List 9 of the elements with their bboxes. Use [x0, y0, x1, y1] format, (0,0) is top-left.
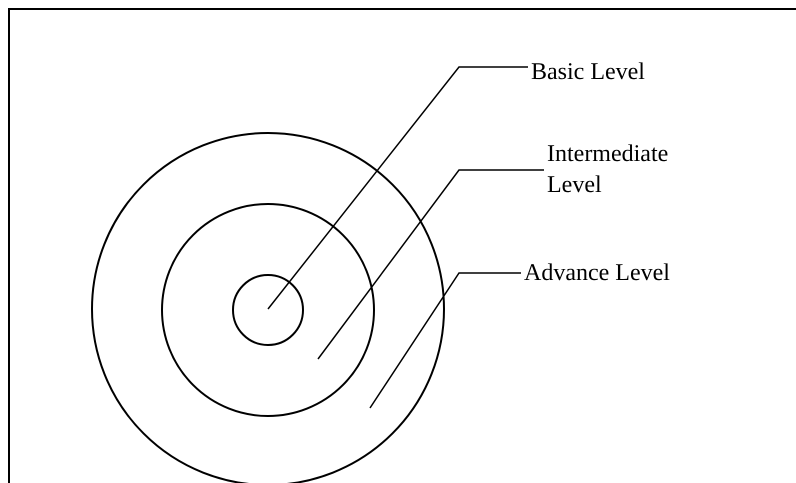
- ring-circle: [161, 203, 375, 417]
- level-label: Advance Level: [524, 258, 754, 289]
- leader-line: [267, 66, 528, 310]
- ring-circle: [91, 132, 445, 483]
- level-label: Intermediate Level: [547, 139, 697, 201]
- leader-line: [317, 169, 544, 360]
- level-label: Basic Level: [531, 57, 731, 88]
- ring-circle: [232, 274, 304, 346]
- leader-line: [369, 272, 521, 408]
